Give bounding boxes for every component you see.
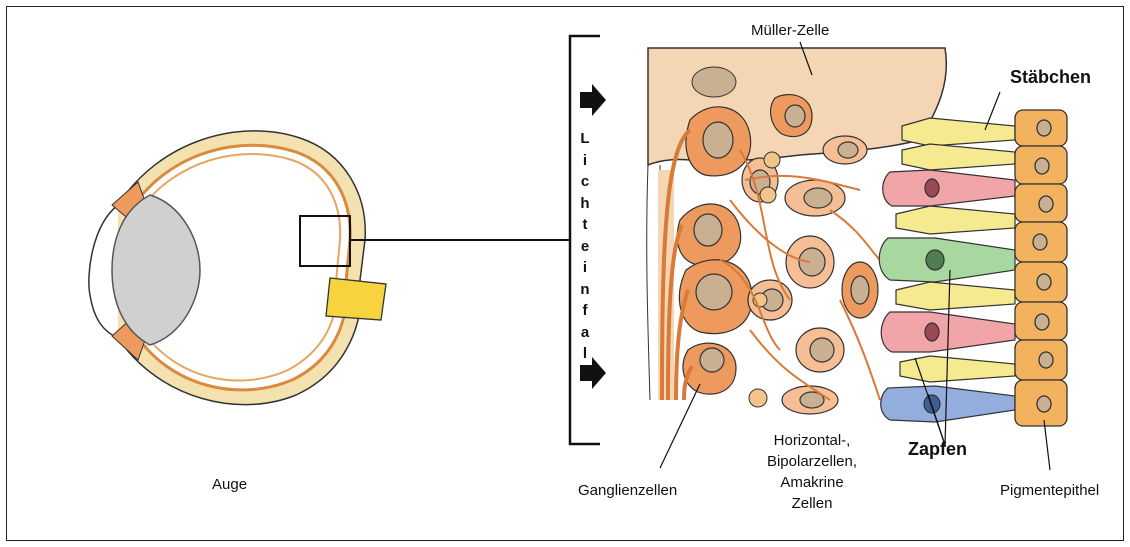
label-eye: Auge [212,476,247,494]
light-incidence-letter: L [572,128,598,150]
eye-optic-nerve [326,278,386,320]
label-mueller-cell: Müller-Zelle [751,22,829,40]
rod-5 [900,356,1015,382]
light-incidence-letter: i [572,150,598,172]
light-incidence-letter: e [572,236,598,258]
label-cones: Zapfen [908,440,967,458]
label-horizontal-line1: Horizontal-, [752,430,872,451]
label-horizontal-line2: Bipolarzellen, [752,451,872,472]
light-incidence-letter: f [572,300,598,322]
rod-3 [896,206,1015,234]
eye-illustration [89,131,570,405]
cone-blue [881,386,1015,422]
rod-4 [896,282,1015,310]
light-incidence-letter: a [572,322,598,344]
light-incidence-letter: n [572,279,598,301]
light-incidence-letter: i [572,257,598,279]
label-ganglion-cells: Ganglienzellen [578,482,677,500]
rod-1 [902,118,1015,146]
label-horizontal-line4: Zellen [752,493,872,514]
light-arrow-top [580,84,606,116]
light-incidence-letter: l [572,365,598,387]
retina-illustration [647,42,1067,470]
pigment-epithelium [1015,110,1067,426]
label-rods: Stäbchen [1010,68,1091,86]
light-incidence-letter: h [572,193,598,215]
cone-green [879,238,1015,282]
light-incidence-letter: t [572,214,598,236]
rod-2 [902,144,1015,170]
label-horizontal-bipolar-amacrine: Horizontal-, Bipolarzellen, Amakrine Zel… [752,430,872,514]
light-incidence-letter: c [572,171,598,193]
label-horizontal-line3: Amakrine [752,472,872,493]
light-incidence-letter: l [572,343,598,365]
mueller-nucleus [692,67,736,97]
label-pigment-epithelium: Pigmentepithel [1000,482,1099,500]
cone-pink-1 [883,170,1015,206]
